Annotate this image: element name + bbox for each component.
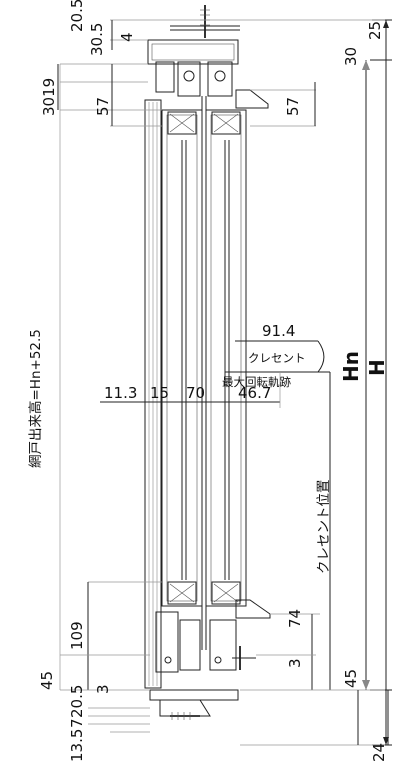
dim-top-4: 4 <box>118 32 136 42</box>
screen-height-label: 網戸出来高=Hn+52.5 <box>27 329 44 468</box>
dim-bottom-7: 7 <box>68 718 86 728</box>
frame-section <box>144 5 271 720</box>
dim-top-left-57: 57 <box>94 97 112 116</box>
dim-top-30: 30 <box>342 47 360 66</box>
label-H: H <box>365 359 389 376</box>
dim-bottom-20-5: 20.5 <box>68 685 86 718</box>
dimension-lines <box>57 19 392 746</box>
dim-bottom-3-left: 3 <box>94 684 112 694</box>
dim-bottom-45-left: 45 <box>38 671 56 690</box>
dim-top-right-57: 57 <box>284 97 302 116</box>
dim-11-3: 11.3 <box>104 384 137 402</box>
dim-bottom-13-5: 13.5 <box>68 729 86 762</box>
dim-70: 70 <box>186 384 205 402</box>
dim-bottom-45-right: 45 <box>342 669 360 688</box>
dim-top-20-5: 20.5 <box>68 0 86 32</box>
dim-bottom-74: 74 <box>286 609 304 628</box>
dim-top-25: 25 <box>366 21 384 40</box>
dim-bottom-24: 24 <box>370 743 388 762</box>
dim-top-30-5: 30.5 <box>88 23 106 56</box>
label-Hn: Hn <box>339 351 363 382</box>
dim-bottom-109: 109 <box>68 621 86 650</box>
dimension-labels: 20.5 30.5 4 3019 57 25 30 57 91.4 クレセント … <box>27 0 389 762</box>
dim-15: 15 <box>150 384 169 402</box>
dim-crescent-91-4: 91.4 <box>262 322 295 340</box>
dim-46-7: 46.7 <box>238 384 271 402</box>
crescent-rotation-label: 最大回転軌跡 <box>222 375 291 389</box>
dim-top-3019: 3019 <box>40 78 58 116</box>
crescent-position-label: クレセント位置 <box>316 480 332 575</box>
crescent-label: クレセント <box>248 351 306 365</box>
dim-bottom-3-right: 3 <box>286 658 304 668</box>
